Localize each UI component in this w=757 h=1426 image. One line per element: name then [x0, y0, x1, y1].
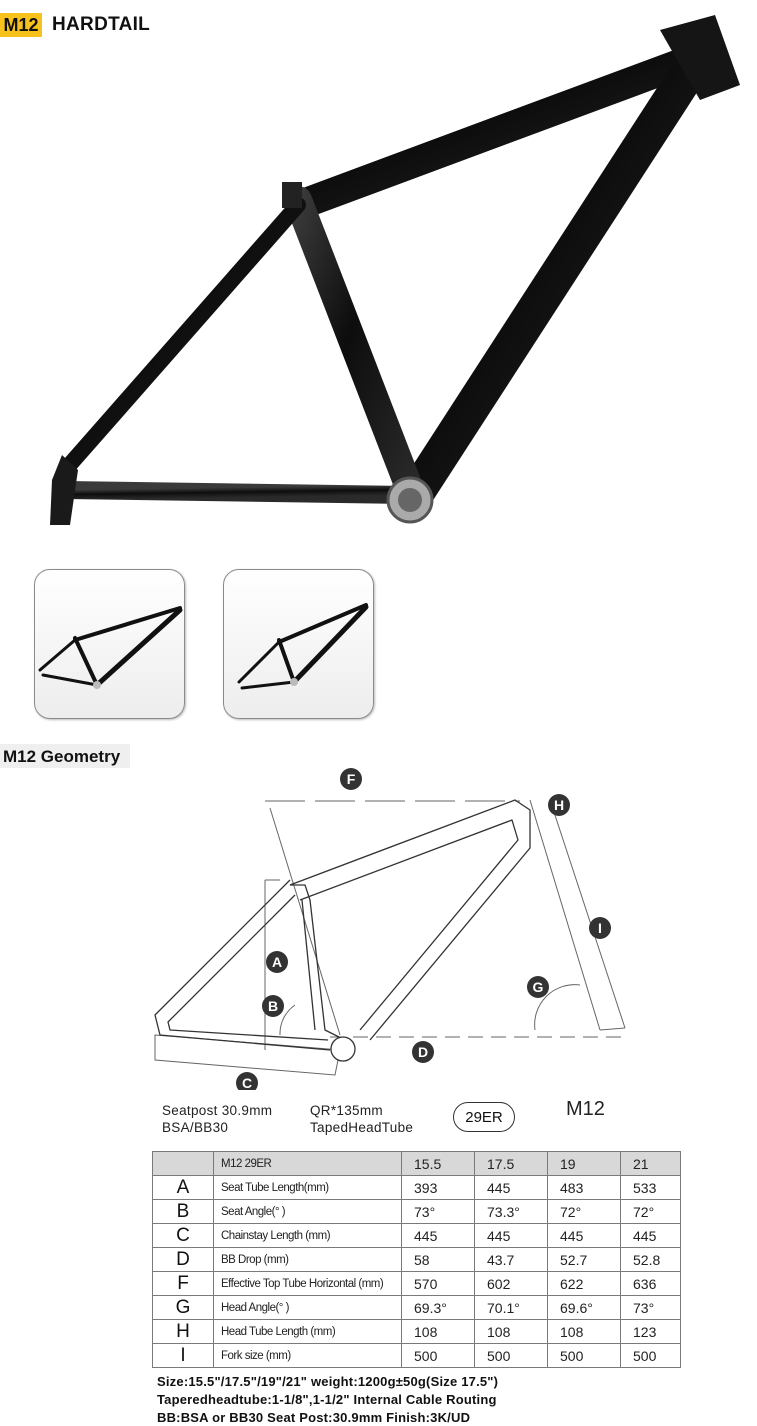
row-value: 108 [474, 1319, 548, 1344]
marker-C [236, 1072, 258, 1090]
row-value: 500 [401, 1343, 475, 1368]
row-letter: B [152, 1199, 214, 1224]
footer-size-weight: Size:15.5"/17.5"/19"/21" weight:1200g±50… [157, 1374, 499, 1389]
frame-thumb-image [38, 606, 183, 689]
spec-headtube: TapedHeadTube [310, 1120, 414, 1135]
row-value: 72° [620, 1199, 681, 1224]
table-row: A Seat Tube Length(mm) 393 445 483 533 [152, 1175, 681, 1200]
footer-bb-seatpost-finish: BB:BSA or BB30 Seat Post:30.9mm Finish:3… [157, 1410, 471, 1425]
row-value: 108 [547, 1319, 621, 1344]
frame-photo [50, 15, 740, 525]
row-value: 445 [474, 1223, 548, 1248]
table-row: G Head Angle(° ) 69.3° 70.1° 69.6° 73° [152, 1295, 681, 1320]
table-row: F Effective Top Tube Horizontal (mm) 570… [152, 1271, 681, 1296]
spec-qr: QR*135mm [310, 1103, 383, 1118]
row-value: 73° [620, 1295, 681, 1320]
geometry-diagram [154, 799, 626, 1076]
marker-G-label: G [533, 979, 544, 995]
row-value: 73.3° [474, 1199, 548, 1224]
row-value: 445 [547, 1223, 621, 1248]
model-badge: M12 [0, 13, 42, 37]
row-letter: H [152, 1319, 214, 1344]
table-row: H Head Tube Length (mm) 108 108 108 123 [152, 1319, 681, 1344]
row-value: 52.8 [620, 1247, 681, 1272]
size-header: 17.5 [474, 1151, 548, 1176]
geometry-title: M12 Geometry [0, 744, 130, 768]
row-value: 69.6° [547, 1295, 621, 1320]
marker-D-label: D [418, 1044, 428, 1060]
row-value: 636 [620, 1271, 681, 1296]
marker-C-label: C [242, 1075, 252, 1090]
row-value: 570 [401, 1271, 475, 1296]
spec-seatpost: Seatpost 30.9mm [162, 1103, 273, 1118]
row-value: 58 [401, 1247, 475, 1272]
row-value: 73° [401, 1199, 475, 1224]
row-value: 123 [620, 1319, 681, 1344]
row-label: Head Tube Length (mm) [213, 1319, 402, 1344]
table-row: D BB Drop (mm) 58 43.7 52.7 52.8 [152, 1247, 681, 1272]
row-letter: A [152, 1175, 214, 1200]
page-title: HARDTAIL [52, 14, 151, 35]
table-row: B Seat Angle(° ) 73° 73.3° 72° 72° [152, 1199, 681, 1224]
model-label: M12 [566, 1098, 605, 1120]
spec-bb: BSA/BB30 [162, 1120, 229, 1135]
marker-H [548, 794, 570, 816]
frame-thumb-image [237, 603, 369, 690]
row-value: 445 [401, 1223, 475, 1248]
marker-I-label: I [598, 920, 602, 936]
row-letter: F [152, 1271, 214, 1296]
row-letter: G [152, 1295, 214, 1320]
marker-A-label: A [272, 954, 282, 970]
row-value: 483 [547, 1175, 621, 1200]
table-row: C Chainstay Length (mm) 445 445 445 445 [152, 1223, 681, 1248]
row-value: 500 [474, 1343, 548, 1368]
table-header-row: M12 29ER 15.5 17.5 19 21 [152, 1151, 681, 1176]
row-value: 43.7 [474, 1247, 548, 1272]
row-value: 52.7 [547, 1247, 621, 1272]
table-header-title: M12 29ER [213, 1151, 402, 1176]
marker-D [412, 1041, 434, 1063]
thumbnail-angled-view[interactable] [223, 569, 374, 719]
marker-A [266, 951, 288, 973]
marker-I [589, 917, 611, 939]
size-header: 15.5 [401, 1151, 475, 1176]
row-value: 72° [547, 1199, 621, 1224]
size-header: 19 [547, 1151, 621, 1176]
marker-B-label: B [268, 998, 278, 1014]
row-value: 445 [474, 1175, 548, 1200]
row-label: Head Angle(° ) [213, 1295, 402, 1320]
geometry-table: M12 29ER 15.5 17.5 19 21 A Seat Tube Len… [152, 1151, 681, 1368]
row-value: 108 [401, 1319, 475, 1344]
row-label: Seat Angle(° ) [213, 1199, 402, 1224]
thumbnail-side-view[interactable] [34, 569, 185, 719]
footer-headtube-routing: Taperedheadtube:1-1/8",1-1/2" Internal C… [157, 1392, 497, 1407]
row-value: 393 [401, 1175, 475, 1200]
geometry-markers: F H I A G B D C [236, 768, 611, 1090]
wheel-size-badge: 29ER [453, 1102, 515, 1132]
marker-F-label: F [347, 771, 356, 787]
marker-F [340, 768, 362, 790]
row-value: 70.1° [474, 1295, 548, 1320]
row-letter: I [152, 1343, 214, 1368]
marker-G [527, 976, 549, 998]
row-label: BB Drop (mm) [213, 1247, 402, 1272]
row-value: 622 [547, 1271, 621, 1296]
row-label: Chainstay Length (mm) [213, 1223, 402, 1248]
marker-B [262, 995, 284, 1017]
row-label: Effective Top Tube Horizontal (mm) [213, 1271, 402, 1296]
size-header: 21 [620, 1151, 681, 1176]
table-row: I Fork size (mm) 500 500 500 500 [152, 1343, 681, 1368]
row-label: Fork size (mm) [213, 1343, 402, 1368]
row-value: 500 [620, 1343, 681, 1368]
marker-H-label: H [554, 797, 564, 813]
row-value: 445 [620, 1223, 681, 1248]
table-corner-cell [152, 1151, 214, 1176]
row-value: 69.3° [401, 1295, 475, 1320]
row-value: 533 [620, 1175, 681, 1200]
row-letter: C [152, 1223, 214, 1248]
row-letter: D [152, 1247, 214, 1272]
row-label: Seat Tube Length(mm) [213, 1175, 402, 1200]
row-value: 500 [547, 1343, 621, 1368]
row-value: 602 [474, 1271, 548, 1296]
